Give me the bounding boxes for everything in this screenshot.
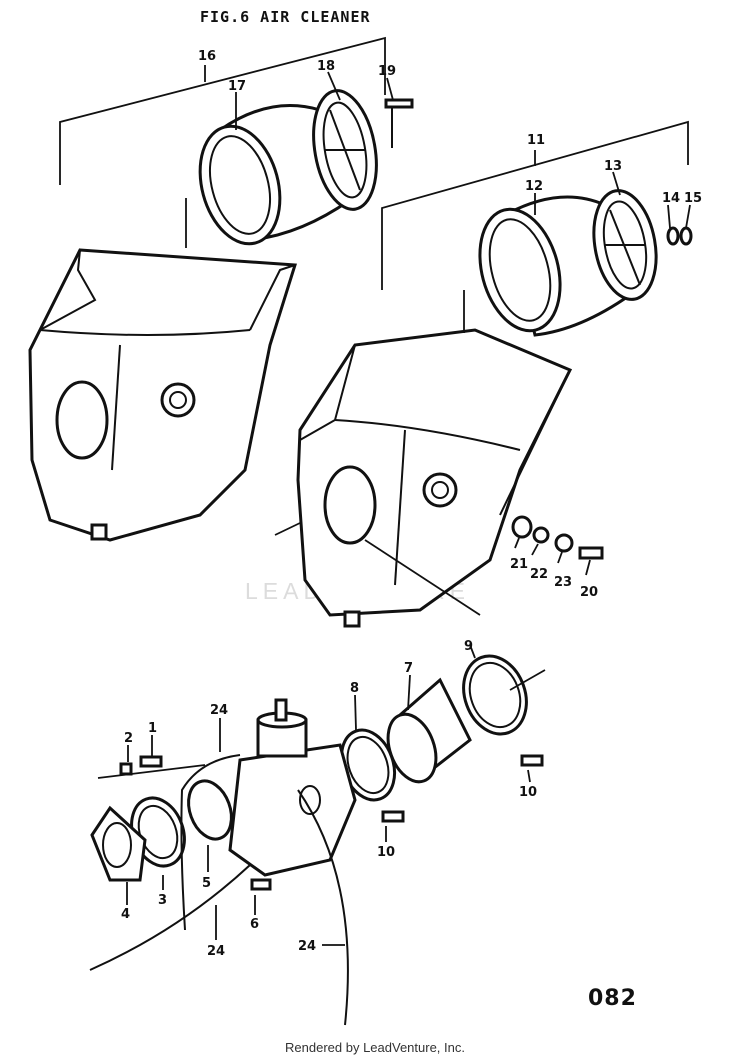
callout-1: 1 (148, 721, 157, 736)
callout-18: 18 (317, 59, 335, 74)
callout-12: 12 (525, 179, 543, 194)
bracket-16 (59, 36, 386, 185)
callout-10b: 10 (377, 845, 395, 860)
hose-24 (89, 754, 349, 1026)
callout-23: 23 (554, 575, 572, 590)
bolt-19 (384, 98, 414, 148)
callout-2: 2 (124, 731, 133, 746)
figure-title: FIG.6 AIR CLEANER (200, 8, 371, 26)
callout-16: 16 (198, 49, 216, 64)
callout-6: 6 (250, 917, 259, 932)
bracket-11 (381, 120, 689, 290)
hose-clamp-9 (462, 654, 528, 736)
callout-5: 5 (202, 876, 211, 891)
washer-23 (554, 533, 574, 553)
air-cleaner-box-right (296, 328, 573, 628)
filter-cap-18 (312, 89, 378, 211)
callout-4: 4 (121, 907, 130, 922)
callout-24a: 24 (210, 703, 228, 718)
filter-cap-13 (592, 189, 658, 301)
callout-13: 13 (604, 159, 622, 174)
callout-17: 17 (228, 79, 246, 94)
diagram-code: 082 (588, 986, 637, 1011)
bolt-20 (578, 546, 604, 560)
callout-20: 20 (580, 585, 598, 600)
footer-credit: Rendered by LeadVenture, Inc. (285, 1040, 465, 1055)
insulator-4 (90, 805, 147, 882)
screw-2 (119, 762, 133, 776)
filter-element-17 (198, 104, 352, 246)
callout-11: 11 (527, 133, 545, 148)
screw-10-lower (381, 810, 405, 823)
callout-15: 15 (684, 191, 702, 206)
callout-labels: 16 17 18 19 11 12 13 14 15 21 22 23 20 9… (121, 49, 702, 959)
callout-10a: 10 (519, 785, 537, 800)
screw-1 (139, 755, 163, 768)
callout-19: 19 (378, 64, 396, 79)
callout-8: 8 (350, 681, 359, 696)
callout-14: 14 (662, 191, 680, 206)
air-cleaner-box-left (28, 248, 297, 542)
nut-14 (666, 226, 680, 246)
collar-22 (532, 526, 550, 544)
callout-24b: 24 (207, 944, 225, 959)
screw-6 (250, 878, 272, 891)
outlet-tube-7 (386, 677, 472, 784)
callout-7: 7 (404, 661, 413, 676)
leader-lines (97, 71, 691, 946)
callout-21: 21 (510, 557, 528, 572)
callout-22: 22 (530, 567, 548, 582)
callout-9: 9 (464, 639, 473, 654)
screw-10-upper (520, 754, 544, 767)
washer-15 (679, 226, 693, 246)
callout-24c: 24 (298, 939, 316, 954)
callout-3: 3 (158, 893, 167, 908)
clamp-5 (187, 779, 233, 841)
cushion-21 (511, 515, 533, 539)
carburetor (228, 698, 357, 877)
